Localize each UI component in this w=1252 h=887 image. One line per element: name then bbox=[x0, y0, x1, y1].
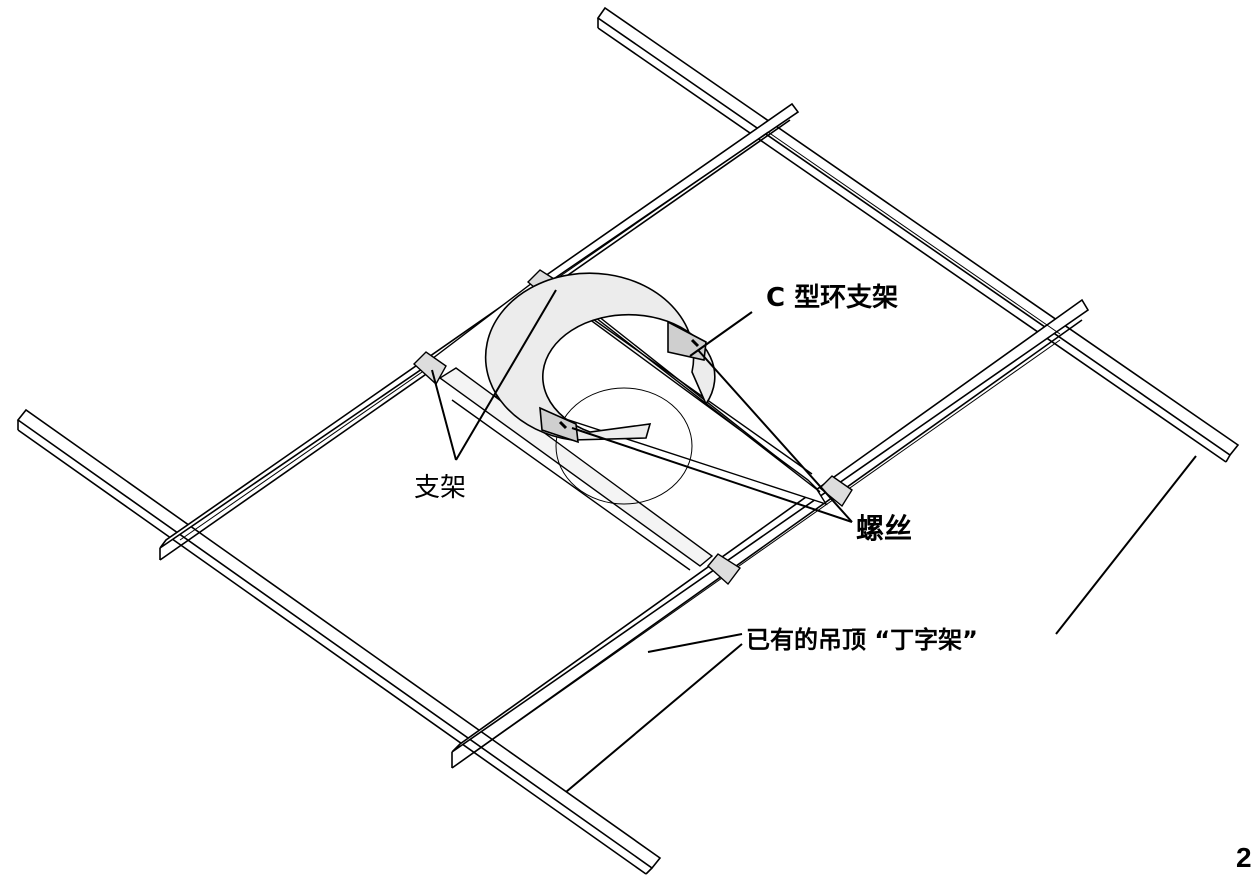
bracket-clip-4 bbox=[818, 475, 853, 508]
t-bar-top-right bbox=[596, 6, 1240, 457]
label-c-ring-bracket: C 型环支架 bbox=[766, 283, 898, 313]
leader-tbar-a bbox=[647, 633, 743, 653]
leader-bracket-b bbox=[431, 369, 457, 461]
ceiling-t-bar-grid bbox=[16, 6, 1240, 875]
t-bar-bottom-left bbox=[16, 408, 662, 870]
leader-screw-b bbox=[571, 427, 853, 523]
label-screws: 螺丝 bbox=[856, 512, 912, 545]
leader-tbar-b bbox=[565, 643, 743, 793]
leader-c-ring bbox=[689, 311, 753, 357]
leader-screw-a bbox=[697, 349, 853, 523]
c-ring-tab-lower bbox=[539, 406, 579, 444]
speaker-cutout bbox=[555, 387, 693, 505]
leader-bracket-a bbox=[455, 289, 557, 461]
cross-tee-lower bbox=[451, 298, 1090, 753]
leader-tbar-c bbox=[1055, 455, 1197, 635]
bracket-clip-3 bbox=[707, 553, 742, 586]
label-bracket: 支架 bbox=[414, 473, 466, 503]
page-number: 2 bbox=[1236, 842, 1252, 873]
bracket-clip-2 bbox=[412, 351, 447, 386]
leader-lines bbox=[431, 289, 1197, 793]
label-existing-tbar: 已有的吊顶 “丁字架” bbox=[746, 626, 978, 654]
